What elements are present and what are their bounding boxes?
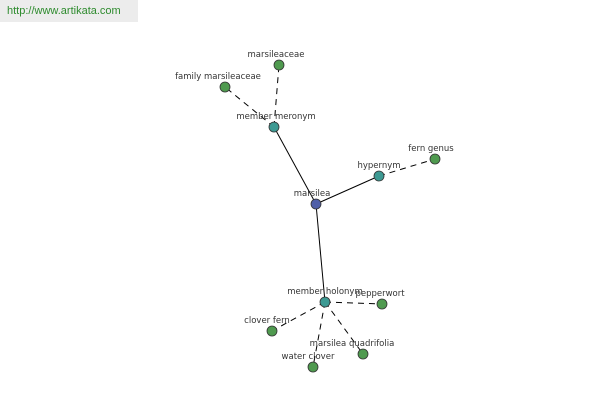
node-member-holonym[interactable] [319, 296, 331, 308]
node-marsilea[interactable] [310, 198, 322, 210]
label-hypernym: hypernym [357, 161, 400, 171]
dashed-edges [224, 64, 436, 368]
node-member-meronym[interactable] [268, 121, 280, 133]
label-marsilea-quadrifolia: marsilea quadrifolia [310, 339, 395, 349]
node-pepperwort[interactable] [376, 298, 388, 310]
edge-center-member-holonym [315, 203, 326, 303]
label-marsilea: marsilea [294, 189, 331, 199]
label-water-clover: water clover [282, 352, 335, 362]
solid-edges [273, 126, 380, 303]
edge-center-member-meronym [273, 126, 317, 205]
node-marsileaceae[interactable] [273, 59, 285, 71]
watermark-link[interactable]: http://www.artikata.com [0, 0, 138, 22]
node-clover-fern[interactable] [266, 325, 278, 337]
node-fern-genus[interactable] [429, 153, 441, 165]
node-marsilea-quadrifolia[interactable] [357, 348, 369, 360]
label-fern-genus: fern genus [408, 144, 454, 154]
edge-center-hypernym [315, 175, 380, 205]
edge-holonym-water-clover [312, 301, 326, 368]
label-family-marsileaceae: family marsileaceae [175, 72, 261, 82]
label-pepperwort: pepperwort [355, 289, 405, 299]
label-member-meronym: member meronym [236, 112, 315, 122]
node-water-clover[interactable] [307, 361, 319, 373]
edge-holonym-pepperwort [324, 301, 383, 305]
edge-hypernym-fern-genus [378, 158, 436, 177]
label-clover-fern: clover fern [244, 316, 290, 326]
node-hypernym[interactable] [373, 170, 385, 182]
node-family-marsileaceae[interactable] [219, 81, 231, 93]
label-marsileaceae: marsileaceae [248, 50, 305, 60]
label-member-holonym: member holonym [287, 287, 362, 297]
